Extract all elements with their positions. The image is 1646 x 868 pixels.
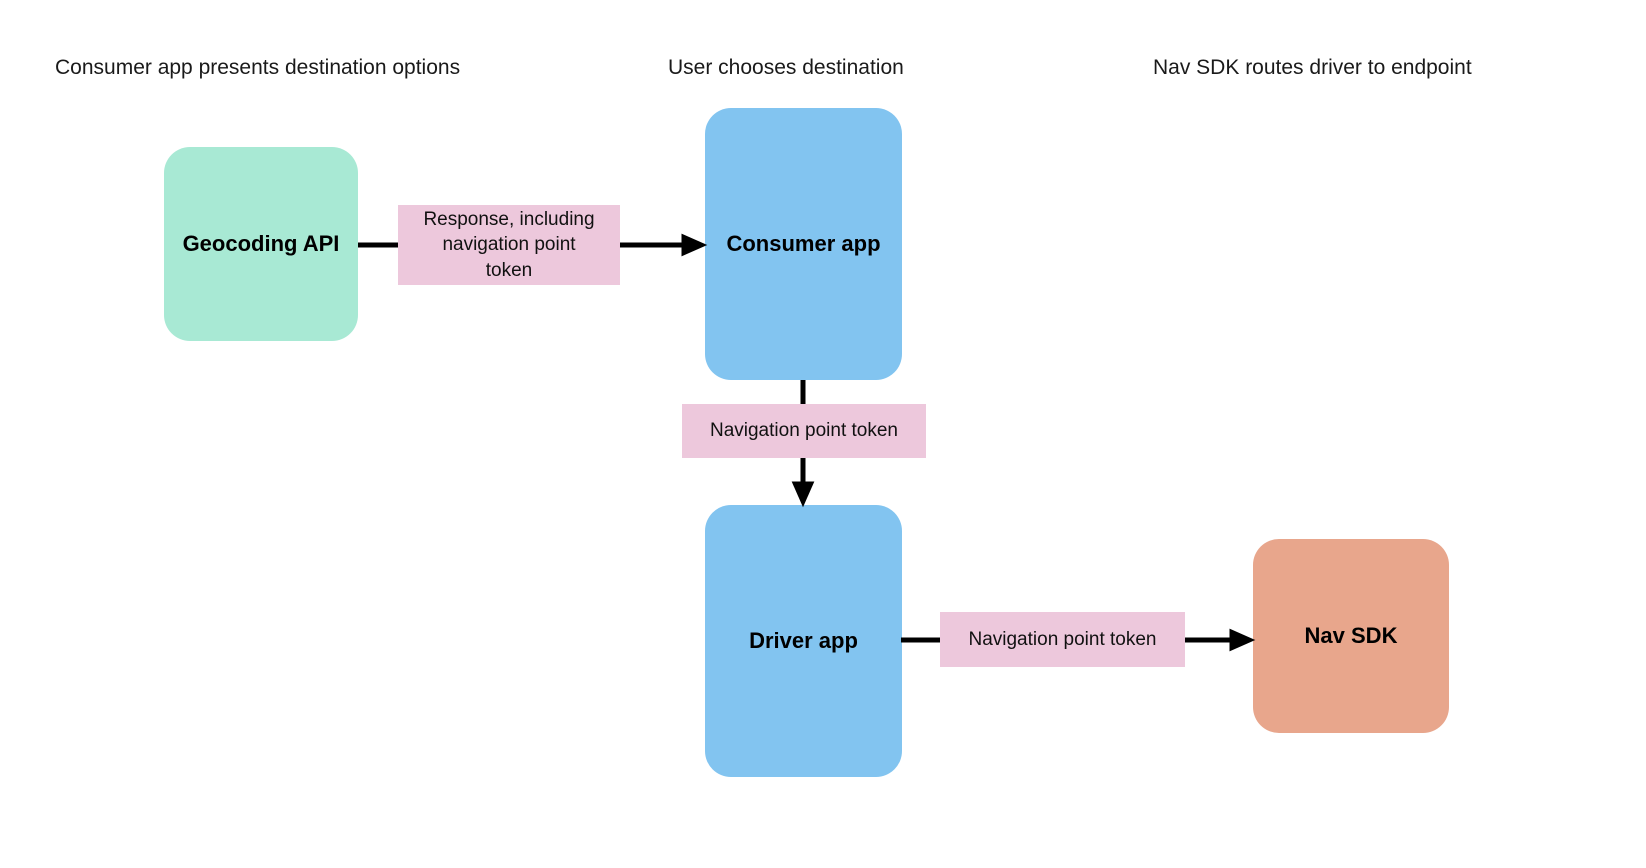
edge-label-navigation-point-token-text-2: Navigation point token [968, 628, 1157, 650]
edge-label-navigation-point-token-driver-to-navsdk: Navigation point token [940, 612, 1185, 667]
node-nav-sdk[interactable]: Nav SDK [1253, 539, 1449, 733]
edge-label-response-text: Response, including navigation point token [417, 207, 600, 282]
node-driver-app-label: Driver app [749, 627, 858, 653]
edge-label-navigation-point-token-consumer-to-driver: Navigation point token [682, 404, 926, 458]
edge-label-navigation-point-token-text-1: Navigation point token [709, 420, 898, 442]
column-header-nav-sdk-routes-driver: Nav SDK routes driver to endpoint [1153, 56, 1472, 79]
node-geocoding-api-label: Geocoding API [182, 230, 340, 256]
edge-label-line-3: token [485, 259, 533, 281]
edge-label-line-2: navigation point [442, 234, 576, 256]
column-header-user-chooses-destination: User chooses destination [668, 56, 904, 79]
column-header-consumer-app-presents: Consumer app presents destination option… [55, 56, 461, 79]
node-consumer-app[interactable]: Consumer app [705, 108, 902, 380]
node-geocoding-api[interactable]: Geocoding API [164, 147, 358, 341]
node-consumer-app-label: Consumer app [726, 230, 881, 256]
edge-label-line-1: Response, including [423, 209, 595, 231]
node-nav-sdk-label: Nav SDK [1304, 622, 1398, 648]
node-driver-app[interactable]: Driver app [705, 505, 902, 777]
edge-label-response-including-navigation-point-token: Response, including navigation point token [398, 205, 620, 285]
